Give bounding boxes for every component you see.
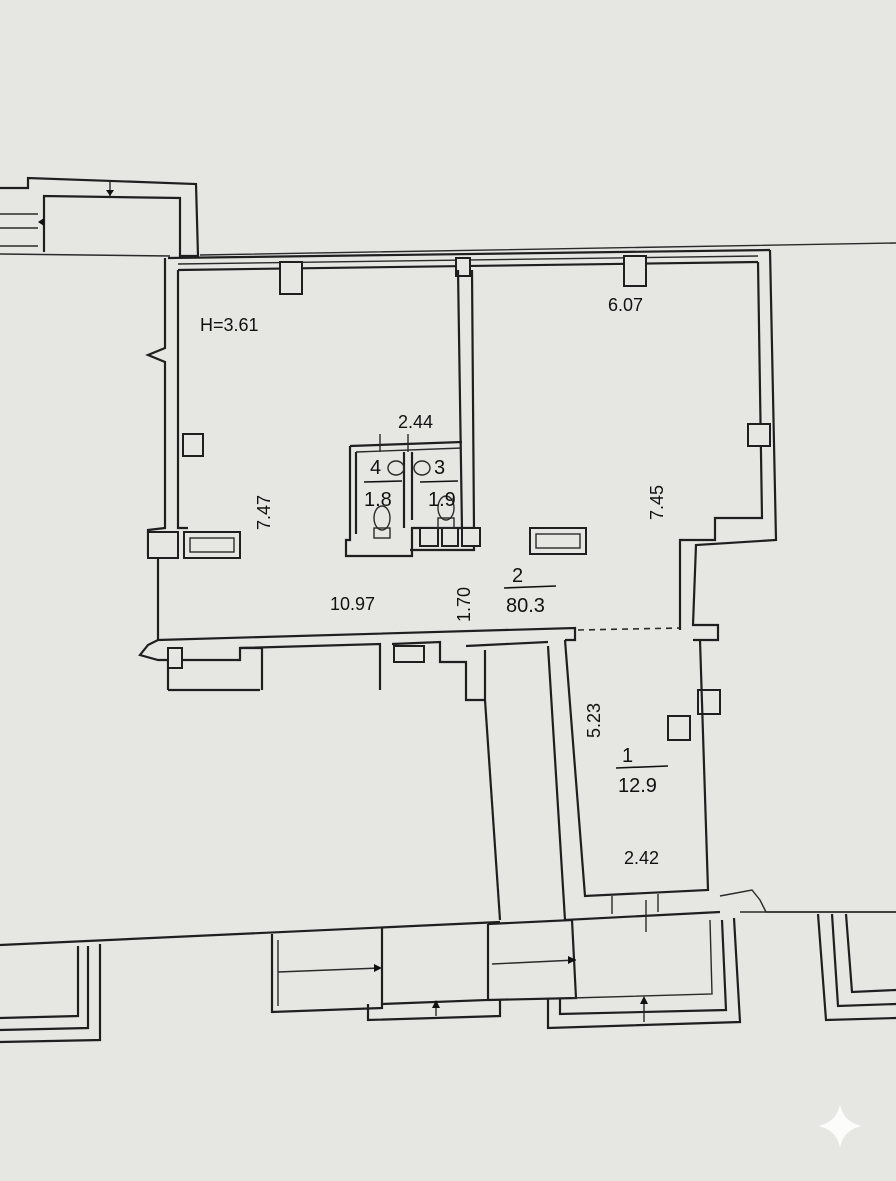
room-area: 1.9 xyxy=(428,489,456,511)
niche-right xyxy=(747,423,771,447)
interior-column xyxy=(456,269,476,531)
sparkle-icon xyxy=(818,1104,862,1148)
pillar xyxy=(279,261,303,295)
dim-bathroom-width: 2.44 xyxy=(398,412,433,432)
dim-right-height: 7.45 xyxy=(647,485,667,520)
bathroom-block xyxy=(344,434,481,558)
hall-bottom-wall xyxy=(157,626,577,702)
street-line-top xyxy=(0,242,896,257)
dim-hall-width: 1.70 xyxy=(454,587,474,622)
bottom-entrance xyxy=(270,917,742,1030)
room-number: 4 xyxy=(370,457,381,479)
pillar xyxy=(623,255,647,287)
room-2-label: 2 80.3 xyxy=(503,565,557,617)
room-4-label: 4 1.8 xyxy=(363,457,403,511)
room-3-label: 3 1.9 xyxy=(419,457,459,511)
dashed-boundary xyxy=(577,627,681,631)
niche-lower-right-2 xyxy=(697,689,721,715)
room-number: 1 xyxy=(622,745,633,767)
dim-room1-width: 2.42 xyxy=(624,848,659,868)
partition-row xyxy=(147,527,587,559)
room-number: 2 xyxy=(512,565,523,587)
room-1-label: 1 12.9 xyxy=(615,745,669,797)
ceiling-height-label: H=3.61 xyxy=(200,315,259,335)
niche-lower-right xyxy=(667,715,691,741)
dim-hall-length: 10.97 xyxy=(330,594,375,614)
room-1-walls xyxy=(483,639,721,932)
annex-bottom-left xyxy=(0,944,102,1044)
room-area: 1.8 xyxy=(364,489,392,511)
dim-top-right-width: 6.07 xyxy=(608,295,643,315)
dim-room1-height: 5.23 xyxy=(584,703,604,738)
annex-top-left xyxy=(0,176,200,258)
room-area: 12.9 xyxy=(618,775,657,797)
lower-left-wall xyxy=(0,920,501,947)
pillar xyxy=(455,257,471,277)
dim-left-height: 7.47 xyxy=(254,495,274,530)
annex-bottom-right xyxy=(719,889,896,1022)
room-area: 80.3 xyxy=(506,595,545,617)
room-number: 3 xyxy=(434,457,445,479)
niche-left xyxy=(182,433,204,457)
